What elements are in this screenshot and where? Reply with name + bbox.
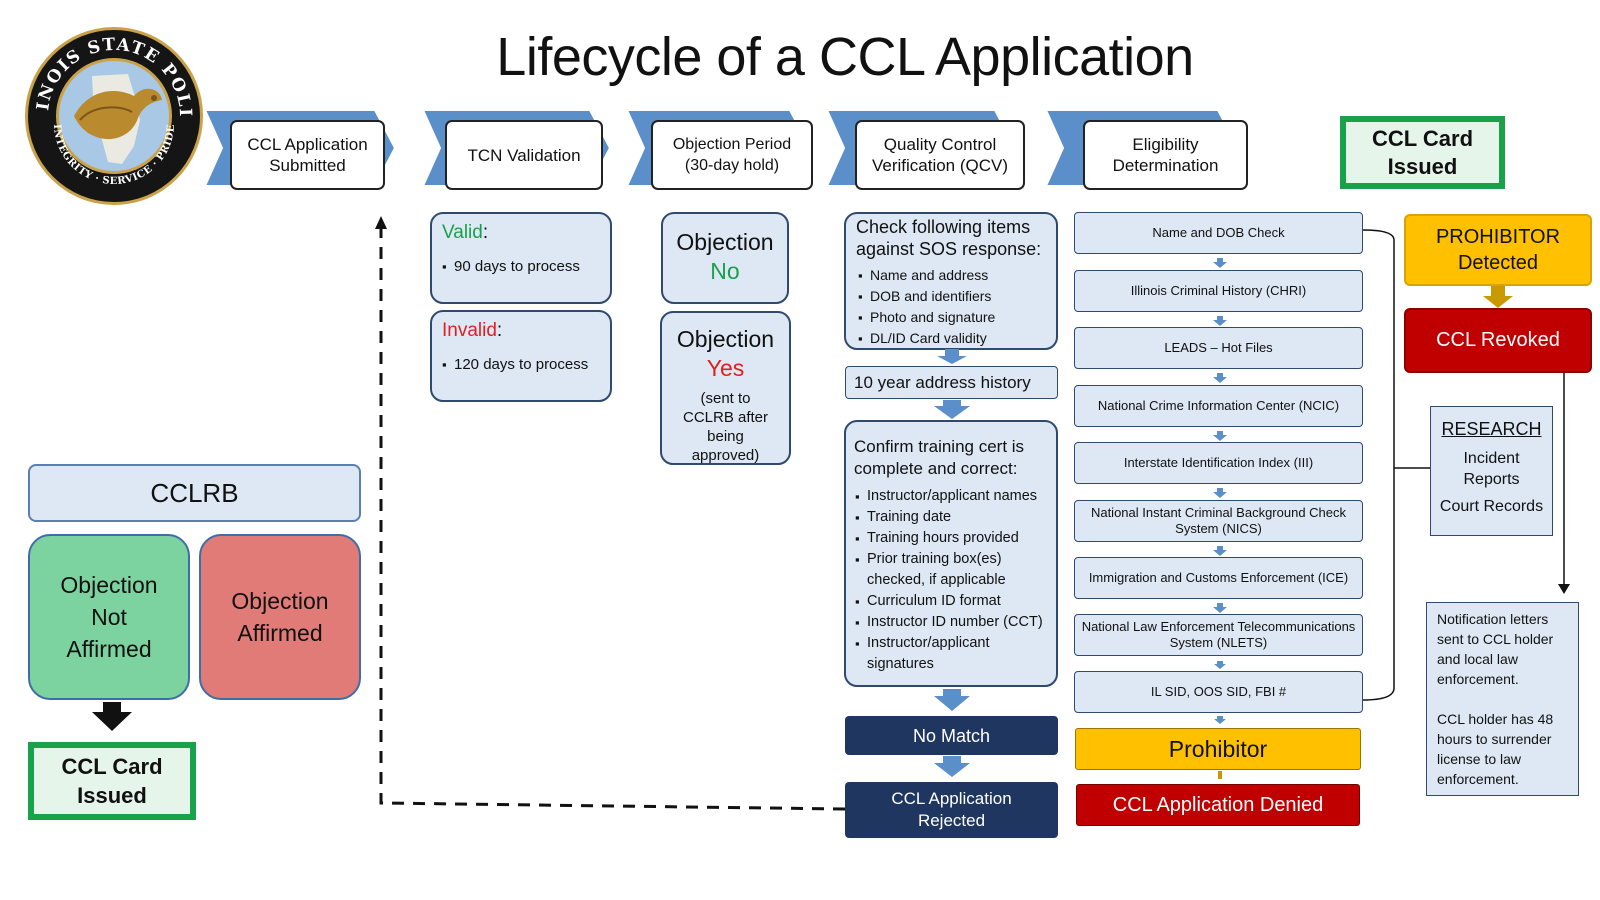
training-item: Prior training box(es) checked, if appli… <box>855 549 1052 591</box>
objection-yes-title: Objection <box>676 326 775 352</box>
objection-affirmed-box: Objection Affirmed <box>199 534 361 700</box>
research-title: RESEARCH <box>1441 419 1542 439</box>
elig-arrow <box>1213 258 1227 268</box>
ccl-card-issued-top: CCL Card Issued <box>1340 116 1505 189</box>
elig-arrow <box>1213 431 1227 441</box>
stage-tcn-validation: TCN Validation <box>445 120 603 190</box>
prohibitor-connector <box>1218 771 1222 779</box>
detected-to-revoked-arrow <box>1483 286 1513 308</box>
elig-arrow <box>1213 373 1227 383</box>
stage-application-submitted: CCL Application Submitted <box>230 120 385 190</box>
training-item: Instructor/applicant signatures <box>855 633 1052 675</box>
application-rejected-box: CCL Application Rejected <box>845 782 1058 838</box>
training-item: Training hours provided <box>855 528 1052 549</box>
qcv-arrow-2 <box>934 400 970 419</box>
ccl-revoked-box: CCL Revoked <box>1404 308 1592 373</box>
qcv-sos-box: Check following items against SOS respon… <box>844 212 1058 350</box>
check-chri: Illinois Criminal History (CHRI) <box>1074 270 1363 312</box>
cclrb-header: CCLRB <box>28 464 361 522</box>
valid-item: 90 days to process <box>442 256 580 277</box>
elig-arrow <box>1213 316 1227 326</box>
rejected-to-submitted-dashed <box>379 226 846 811</box>
ccl-card-issued-top-label: CCL Card Issued <box>1346 122 1499 183</box>
tcn-invalid-box: Invalid: 120 days to process <box>430 310 612 402</box>
research-box: RESEARCH Incident Reports Court Records <box>1430 406 1553 536</box>
research-item: Court Records <box>1439 498 1544 515</box>
objection-yes-value: Yes <box>706 355 745 381</box>
qcv-arrow-3 <box>934 689 970 711</box>
prohibitor-detected-box: PROHIBITOR Detected <box>1404 214 1592 286</box>
elig-arrow <box>1214 661 1226 669</box>
check-leads: LEADS – Hot Files <box>1074 327 1363 369</box>
rejected-to-submitted-head <box>375 216 387 229</box>
elig-arrow <box>1213 603 1227 613</box>
training-item: Instructor ID number (CCT) <box>855 612 1052 633</box>
objection-no-title: Objection <box>676 229 774 255</box>
objection-yes-box: Objection Yes (sent to CCLRB after being… <box>660 311 791 465</box>
invalid-item: 120 days to process <box>442 354 588 375</box>
surrender-text: CCL holder has 48 hours to surrender lic… <box>1437 711 1554 787</box>
sos-item: DL/ID Card validity <box>858 328 995 349</box>
sos-item: Name and address <box>858 265 995 286</box>
elig-arrow <box>1213 546 1227 556</box>
stage-objection-period: Objection Period (30-day hold) <box>651 120 813 190</box>
training-cert-box: Confirm training cert is complete and co… <box>844 420 1058 687</box>
cclrb-down-arrow <box>92 702 132 731</box>
sos-item: DOB and identifiers <box>858 286 995 307</box>
sos-heading: Check following items against SOS respon… <box>856 217 1042 259</box>
sos-item: Photo and signature <box>858 307 995 328</box>
illinois-state-police-seal: ILLINOIS STATE POLICE INTEGRITY · SERVIC… <box>14 9 206 208</box>
check-ncic: National Crime Information Center (NCIC) <box>1074 385 1363 427</box>
revoked-to-notification-head <box>1558 584 1570 594</box>
address-history-box: 10 year address history <box>845 366 1058 399</box>
notification-letters-text: Notification letters sent to CCL holder … <box>1437 611 1554 687</box>
elig-arrow <box>1214 716 1226 724</box>
objection-not-affirmed-box: Objection Not Affirmed <box>28 534 190 700</box>
notification-box: Notification letters sent to CCL holder … <box>1426 602 1579 796</box>
elig-arrow <box>1213 488 1227 498</box>
qcv-arrow-1 <box>937 349 967 364</box>
training-item: Training date <box>855 507 1052 528</box>
check-nics: National Instant Criminal Background Che… <box>1074 500 1363 542</box>
training-item: Curriculum ID format <box>855 591 1052 612</box>
invalid-label: Invalid <box>442 320 497 341</box>
stage-qcv: Quality Control Verification (QCV) <box>855 120 1025 190</box>
valid-label: Valid <box>442 222 483 243</box>
objection-no-box: Objection No <box>661 212 789 304</box>
eligibility-bracket <box>1362 229 1395 701</box>
prohibitor-box: Prohibitor <box>1075 728 1361 770</box>
ccl-card-issued-bottom: CCL Card Issued <box>28 742 196 820</box>
ccl-card-issued-bottom-label: CCL Card Issued <box>34 748 190 814</box>
page-title: Lifecycle of a CCL Application <box>496 27 1194 87</box>
application-denied-box: CCL Application Denied <box>1076 784 1360 826</box>
no-match-box: No Match <box>845 716 1058 755</box>
stage-eligibility: Eligibility Determination <box>1083 120 1248 190</box>
research-item: Incident Reports <box>1463 450 1520 488</box>
check-nlets: National Law Enforcement Telecommunicati… <box>1074 614 1363 656</box>
check-iii: Interstate Identification Index (III) <box>1074 442 1363 484</box>
check-sid: IL SID, OOS SID, FBI # <box>1074 671 1363 713</box>
check-name-dob: Name and DOB Check <box>1074 212 1363 254</box>
objection-yes-note: (sent to CCLRB after being approved) <box>682 390 769 464</box>
objection-no-value: No <box>710 258 740 284</box>
tcn-valid-box: Valid: 90 days to process <box>430 212 612 304</box>
training-heading: Confirm training cert is complete and co… <box>854 437 1025 478</box>
training-item: Instructor/applicant names <box>855 486 1052 507</box>
qcv-arrow-4 <box>934 756 970 777</box>
check-ice: Immigration and Customs Enforcement (ICE… <box>1074 557 1363 599</box>
